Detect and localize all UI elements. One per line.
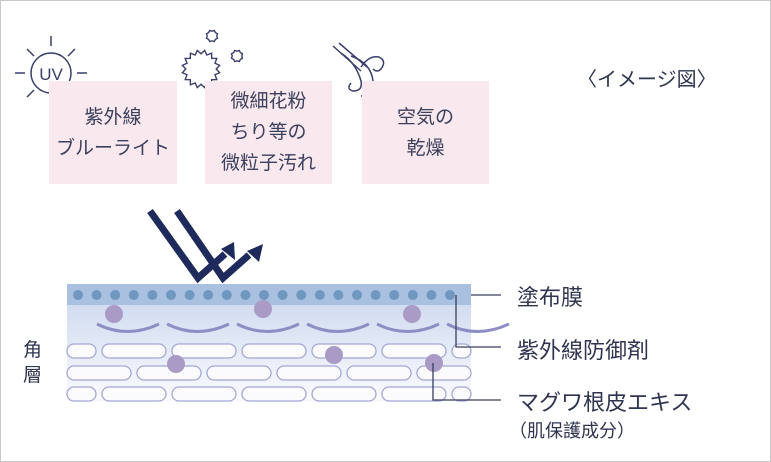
extract-particle bbox=[403, 305, 421, 323]
arrow-head bbox=[221, 242, 235, 260]
extract-particle bbox=[425, 354, 443, 372]
threat-line: 微細花粉 bbox=[230, 90, 307, 112]
corneocyte-cell bbox=[101, 386, 167, 402]
corneocyte-cell bbox=[171, 386, 237, 402]
uv-protect-dot bbox=[445, 290, 455, 300]
label-extract: マグワ根皮エキス bbox=[517, 391, 693, 416]
corneocyte-cell bbox=[241, 343, 307, 359]
extract-particle bbox=[167, 355, 185, 373]
image-caption: 〈イメージ図〉 bbox=[577, 67, 717, 91]
corneocyte-cell bbox=[276, 365, 342, 381]
cell-waves bbox=[96, 322, 510, 333]
threat-line: 乾燥 bbox=[406, 136, 445, 159]
uv-protect-dot bbox=[240, 290, 251, 300]
threat-line: 微粒子汚れ bbox=[220, 152, 316, 174]
uv-protect-dot bbox=[259, 290, 269, 300]
threat-uv: 紫外線ブルーライト bbox=[49, 81, 177, 184]
cell-wave bbox=[166, 322, 230, 333]
uv-text: UV bbox=[39, 65, 63, 84]
label-extract-note: （肌保護成分） bbox=[509, 421, 635, 442]
uv-protect-dot bbox=[203, 290, 214, 300]
uv-protect-dot bbox=[314, 290, 325, 300]
uv-protect-dot bbox=[389, 290, 400, 300]
cell-wave bbox=[236, 322, 300, 333]
uv-protect-dot bbox=[110, 290, 121, 300]
corneocyte-cell bbox=[101, 343, 167, 359]
corneocyte-cell bbox=[241, 386, 307, 402]
uv-protect-dot bbox=[333, 290, 344, 300]
threat-line: ちり等の bbox=[230, 121, 307, 143]
uv-protect-dot bbox=[128, 290, 139, 300]
threat-dryness: 空気の乾燥 bbox=[362, 81, 489, 184]
threat-line: 空気の bbox=[396, 105, 454, 128]
extract-particle bbox=[325, 346, 343, 364]
uv-protect-dot bbox=[352, 290, 362, 300]
uv-protect-dot bbox=[166, 290, 176, 300]
uv-protect-dot bbox=[147, 290, 158, 300]
label-char: 角 bbox=[23, 339, 43, 361]
corneocyte-cell bbox=[311, 386, 377, 402]
corneocyte-cell bbox=[381, 343, 447, 359]
cell-wave bbox=[96, 322, 160, 333]
label-char: 層 bbox=[23, 364, 43, 386]
corneocyte-cell bbox=[66, 386, 97, 402]
uv-protect-dots bbox=[73, 290, 455, 300]
uv-protect-dot bbox=[407, 290, 418, 300]
cell-wave bbox=[446, 322, 510, 333]
extract-particle bbox=[254, 300, 272, 318]
corneocyte-cell bbox=[311, 343, 377, 359]
threat-particles: 微細花粉ちり等の微粒子汚れ bbox=[205, 81, 332, 184]
corneocytes bbox=[66, 343, 472, 402]
cell-wave bbox=[376, 322, 440, 333]
reflect-arrows-icon bbox=[147, 208, 252, 284]
uv-protect-dot bbox=[426, 290, 437, 300]
corneocyte-cell bbox=[346, 365, 412, 381]
corneocyte-cell bbox=[66, 343, 97, 359]
threat-line: 紫外線 bbox=[84, 105, 142, 128]
coating-film bbox=[67, 284, 471, 305]
corneocyte-cell bbox=[451, 343, 472, 359]
label-coating: 塗布膜 bbox=[517, 286, 584, 311]
particles-icon bbox=[181, 29, 244, 89]
leader-lines bbox=[432, 294, 501, 401]
uv-protect-dot bbox=[296, 290, 307, 300]
cell-wave bbox=[306, 322, 370, 333]
corneocyte-cell bbox=[451, 386, 472, 402]
extract-particle bbox=[105, 305, 123, 323]
corneocyte-cell bbox=[381, 386, 447, 402]
uv-protect-dot bbox=[91, 290, 102, 300]
threat-line: ブルーライト bbox=[55, 136, 170, 159]
uv-protect-dot bbox=[73, 290, 83, 300]
corneocyte-cell bbox=[171, 343, 237, 359]
uv-protect-dot bbox=[277, 290, 288, 300]
label-uv-protect: 紫外線防御剤 bbox=[517, 339, 650, 364]
stratum-corneum-label: 角 層 bbox=[23, 338, 42, 388]
corneocyte-cell bbox=[206, 365, 272, 381]
corneocyte-cell bbox=[66, 365, 132, 381]
uv-protect-dot bbox=[221, 290, 232, 300]
uv-protect-dot bbox=[184, 290, 195, 300]
corneocyte-cell bbox=[416, 365, 472, 381]
arrow-head bbox=[247, 244, 263, 262]
extract-particles bbox=[105, 300, 443, 373]
uv-protect-dot bbox=[370, 290, 381, 300]
